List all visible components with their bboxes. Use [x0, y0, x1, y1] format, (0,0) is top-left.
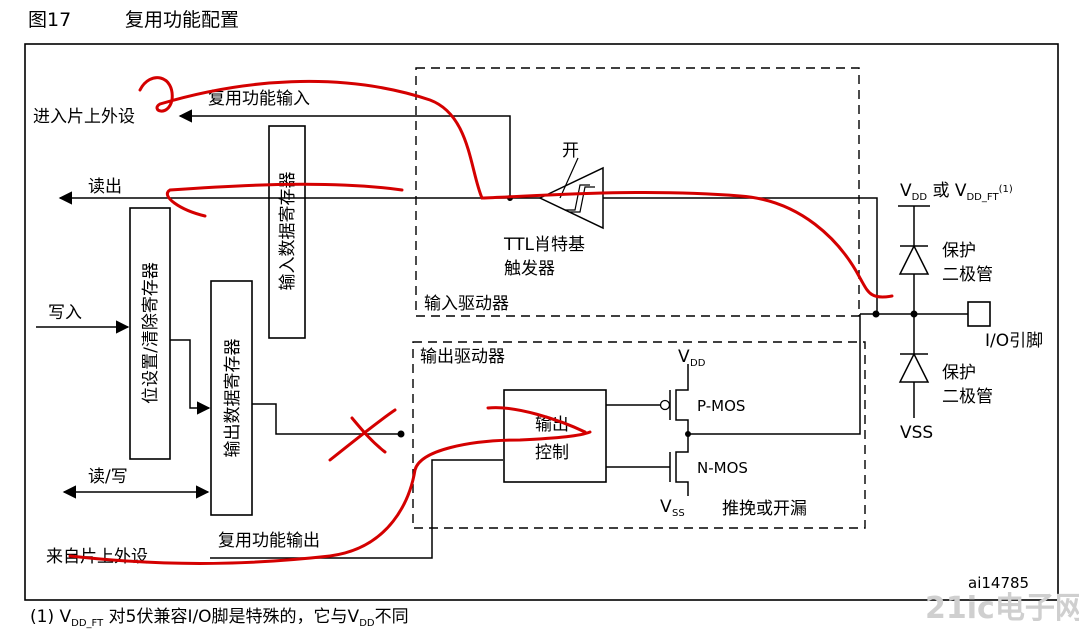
label-read: 读出 — [88, 177, 122, 197]
schmitt-trigger-symbol — [538, 166, 604, 230]
bit-set-reset-register-box — [129, 207, 171, 460]
output-control-label-2: 控制 — [535, 443, 569, 463]
label-alt-input: 复用功能输入 — [208, 89, 310, 109]
figure-code: ai14785 — [968, 574, 1029, 592]
output-control-label-1: 输出 — [535, 415, 569, 435]
output-driver-label: 输出驱动器 — [420, 347, 505, 367]
nmos-channel — [675, 434, 689, 496]
annotation-read-path — [166, 182, 404, 218]
switch-line — [559, 157, 579, 199]
protect-diode-bottom-1: 保护 — [942, 363, 976, 383]
hysteresis-icon — [565, 184, 590, 211]
protect-diode-bottom-2: 二极管 — [942, 387, 993, 407]
vss-pin-label: VSS — [900, 423, 933, 443]
bit-set-reset-register-label: 位设置/清除寄存器 — [141, 262, 161, 404]
red-annotations — [68, 76, 894, 565]
label-into-peripheral: 进入片上外设 — [33, 107, 135, 127]
nmos-label: N-MOS — [697, 459, 748, 477]
vdd-ft-label: VDD 或 VDD_FT(1) — [900, 181, 1013, 203]
wire-odr-out — [252, 403, 400, 435]
output-data-register-box — [210, 280, 253, 516]
vdd-sub: DD — [690, 358, 706, 369]
protect-diode-top-2: 二极管 — [942, 265, 993, 285]
io-pin-label: I/O引脚 — [985, 331, 1043, 351]
figure-number: 图17 — [28, 9, 71, 31]
annotation-output-path — [68, 430, 592, 565]
footnote: (1) VDD_FT 对5伏兼容I/O脚是特殊的，它与VDD不同 — [30, 607, 409, 629]
pmos-label: P-MOS — [697, 397, 745, 415]
push-pull-label: 推挽或开漏 — [722, 499, 807, 519]
wire-alt-input — [178, 109, 511, 198]
input-driver-label: 输入驱动器 — [424, 294, 509, 314]
annotation-input-path — [138, 76, 894, 299]
diode-bottom-icon — [898, 352, 930, 383]
junction-odr — [397, 430, 405, 438]
outer-frame — [24, 43, 1059, 601]
annotation-cross-a — [328, 408, 397, 462]
vdd-main: V — [678, 347, 690, 367]
label-read-write: 读/写 — [88, 467, 128, 487]
pmos-gate-bubble — [659, 399, 671, 411]
ttl-schmitt-label-2: 触发器 — [504, 259, 555, 279]
input-data-register-box — [268, 125, 306, 339]
label-alt-output: 复用功能输出 — [218, 531, 320, 551]
label-from-peripheral: 来自片上外设 — [46, 547, 148, 567]
output-driver-box — [412, 341, 866, 529]
junction-pin-input — [872, 310, 880, 318]
output-data-register-label: 输出数据寄存器 — [223, 339, 243, 458]
switch-label: 开 — [562, 141, 579, 161]
input-data-register-label: 输入数据寄存器 — [278, 172, 298, 291]
label-write: 写入 — [48, 303, 82, 323]
wire-input-path — [603, 197, 878, 314]
vss-main: V — [660, 497, 672, 517]
pmos-channel — [675, 372, 689, 434]
protect-diode-top-1: 保护 — [942, 241, 976, 261]
diode-top-icon — [898, 244, 930, 275]
vss-sub: SS — [672, 508, 685, 519]
io-pin-pad — [967, 301, 991, 327]
annotation-output-path-2 — [486, 406, 587, 434]
output-control-box — [503, 389, 607, 483]
wire-output-path — [688, 314, 861, 435]
watermark: 21ic电子网 — [925, 591, 1079, 626]
figure-title: 复用功能配置 — [125, 9, 239, 31]
annotation-cross-b — [350, 416, 387, 454]
wire-bsrr-to-odr — [170, 339, 211, 415]
ttl-schmitt-label-1: TTL肖特基 — [503, 235, 585, 255]
